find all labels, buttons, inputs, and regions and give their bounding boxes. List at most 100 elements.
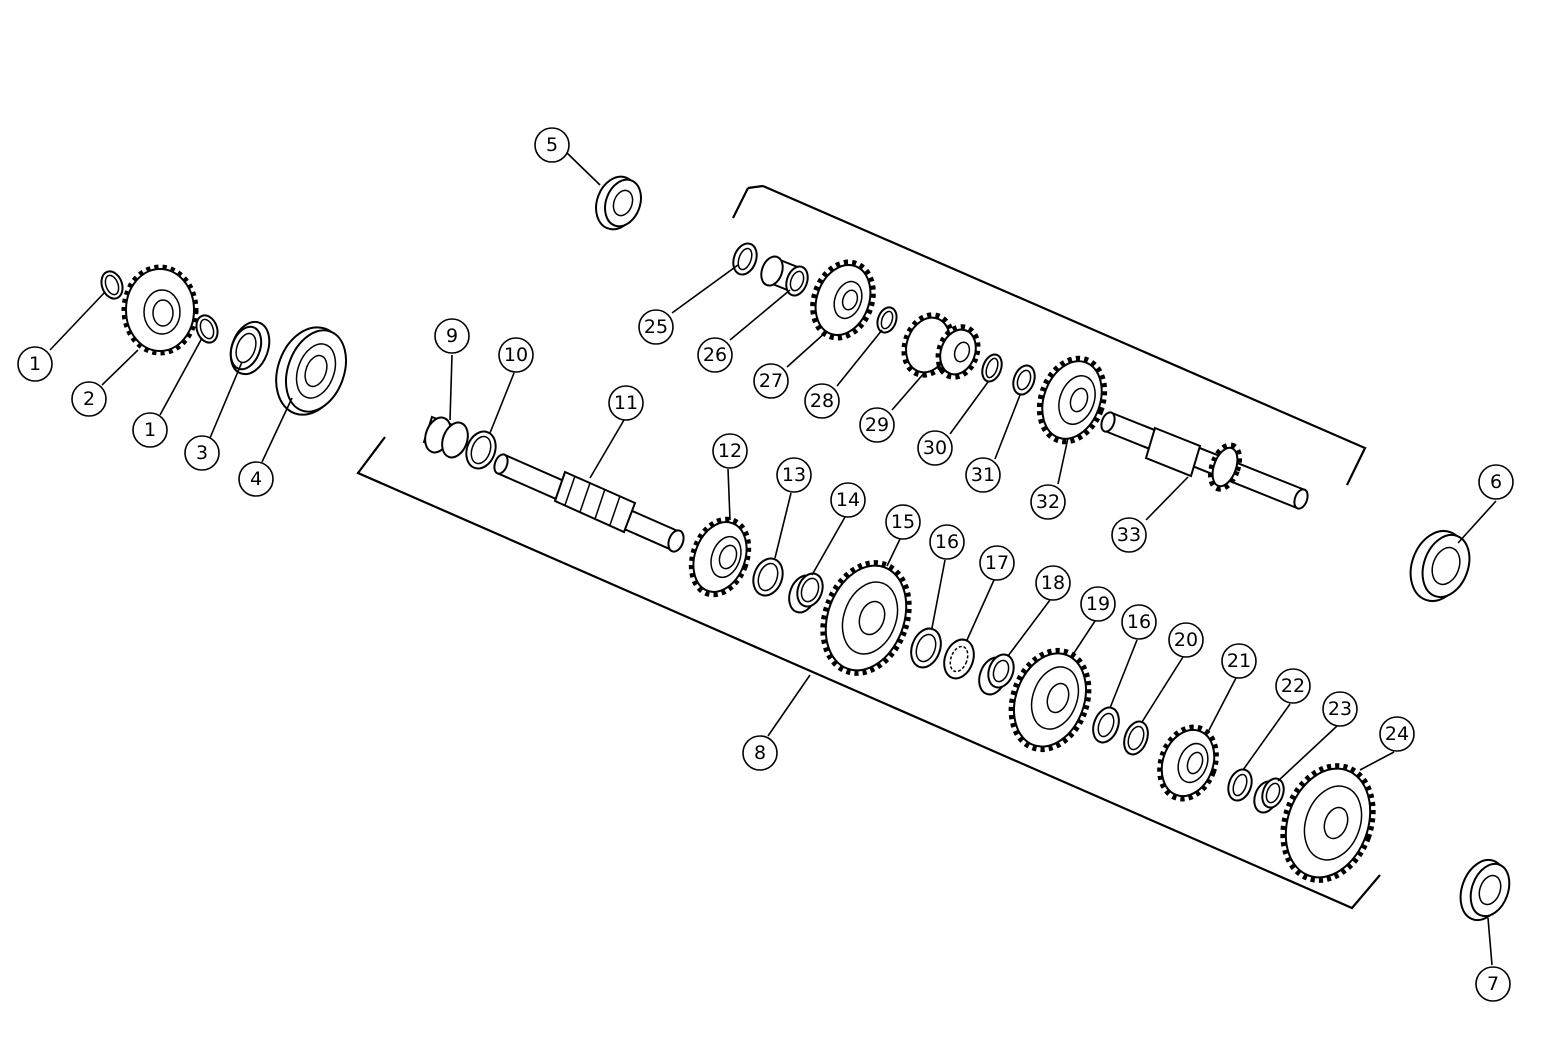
counter-shaft-part-33 — [1100, 411, 1309, 510]
svg-text:7: 7 — [1487, 973, 1499, 995]
callout-16-upper: 16 — [929, 524, 965, 560]
svg-text:23: 23 — [1328, 698, 1352, 720]
callout-1-left: 1 — [17, 346, 53, 382]
callout-8: 8 — [742, 735, 778, 771]
callout-19: 19 — [1080, 586, 1116, 622]
callout-13: 13 — [776, 457, 812, 493]
sprocket-part-2 — [121, 264, 199, 356]
callout-5: 5 — [534, 127, 570, 163]
svg-text:14: 14 — [836, 489, 860, 511]
svg-text:19: 19 — [1086, 593, 1110, 615]
bearing-part-7 — [1459, 858, 1511, 922]
svg-text:21: 21 — [1227, 650, 1251, 672]
callout-25: 25 — [638, 309, 674, 345]
svg-text:8: 8 — [754, 742, 766, 764]
bearing-part-6 — [1409, 530, 1471, 602]
bearing-part-4 — [275, 326, 347, 416]
callout-28: 28 — [804, 383, 840, 419]
svg-text:20: 20 — [1174, 629, 1198, 651]
gear-part-24 — [1280, 763, 1376, 883]
washer-part-25 — [732, 242, 758, 276]
callout-2: 2 — [71, 381, 107, 417]
gear-cluster-part-29 — [901, 312, 981, 380]
washer-part-16a — [910, 627, 942, 669]
svg-text:24: 24 — [1385, 723, 1409, 745]
callout-29: 29 — [859, 407, 895, 443]
callout-18: 18 — [1035, 565, 1071, 601]
callout-15: 15 — [885, 504, 921, 540]
callout-12: 12 — [712, 433, 748, 469]
circlip-part-1a — [100, 270, 124, 300]
bushing-part-14 — [788, 572, 824, 614]
svg-text:3: 3 — [196, 442, 208, 464]
gear-part-27 — [810, 259, 876, 341]
washer-part-22 — [1227, 768, 1253, 802]
callout-24: 24 — [1379, 716, 1415, 752]
circlip-part-28 — [876, 306, 898, 334]
callout-17: 17 — [979, 545, 1015, 581]
circlip-part-1b — [195, 314, 219, 344]
svg-text:13: 13 — [782, 464, 806, 486]
bushing-part-18 — [978, 653, 1015, 696]
svg-text:33: 33 — [1117, 524, 1141, 546]
callout-31: 31 — [965, 457, 1001, 493]
bushing-part-26 — [760, 255, 809, 297]
gear-part-21 — [1157, 724, 1219, 802]
callout-23: 23 — [1322, 691, 1358, 727]
seal-part-3 — [229, 320, 271, 376]
bearing-part-5 — [595, 175, 642, 231]
callout-21: 21 — [1221, 643, 1257, 679]
bushing-part-23 — [1253, 777, 1285, 814]
svg-text:9: 9 — [446, 325, 458, 347]
gear-part-19 — [1008, 647, 1092, 753]
svg-text:2: 2 — [83, 388, 95, 410]
svg-text:25: 25 — [644, 316, 668, 338]
svg-text:17: 17 — [985, 552, 1009, 574]
washer-part-13 — [752, 557, 784, 597]
callout-27: 27 — [753, 363, 789, 399]
bracket-counter-shaft — [732, 187, 749, 219]
svg-text:28: 28 — [810, 390, 834, 412]
bracket-main-shaft — [356, 436, 1381, 910]
gear-part-12 — [688, 516, 752, 598]
svg-text:26: 26 — [703, 344, 727, 366]
callout-16-lower: 16 — [1121, 604, 1157, 640]
callout-33: 33 — [1111, 517, 1147, 553]
svg-text:31: 31 — [971, 464, 995, 486]
svg-text:16: 16 — [935, 531, 959, 553]
svg-text:4: 4 — [250, 468, 262, 490]
svg-text:11: 11 — [614, 392, 638, 414]
washer-part-31 — [1012, 364, 1036, 396]
bracket-counter-shaft-line — [747, 184, 1367, 486]
svg-text:16: 16 — [1127, 611, 1151, 633]
svg-text:12: 12 — [718, 440, 742, 462]
leader-lines — [49, 151, 1497, 966]
svg-text:15: 15 — [891, 511, 915, 533]
svg-text:18: 18 — [1041, 572, 1065, 594]
callout-11: 11 — [608, 385, 644, 421]
callout-30: 30 — [917, 430, 953, 466]
circlip-part-30 — [981, 353, 1003, 383]
main-shaft-part-11 — [493, 453, 685, 553]
svg-text:30: 30 — [923, 437, 947, 459]
splined-washer-part-17 — [943, 638, 975, 680]
svg-text:22: 22 — [1281, 675, 1305, 697]
svg-text:10: 10 — [504, 344, 528, 366]
callout-20: 20 — [1168, 622, 1204, 658]
svg-text:1: 1 — [29, 353, 41, 375]
gear-part-32 — [1036, 355, 1108, 445]
callout-9: 9 — [434, 318, 470, 354]
svg-text:29: 29 — [865, 414, 889, 436]
callout-26: 26 — [697, 337, 733, 373]
callout-32: 32 — [1030, 484, 1066, 520]
callout-4: 4 — [238, 461, 274, 497]
svg-text:32: 32 — [1036, 491, 1060, 513]
callout-10: 10 — [498, 337, 534, 373]
washer-part-16b — [1092, 706, 1120, 744]
svg-text:6: 6 — [1490, 471, 1502, 493]
callout-1-right: 1 — [132, 412, 168, 448]
callout-7: 7 — [1475, 966, 1511, 1002]
callout-22: 22 — [1275, 668, 1311, 704]
svg-text:1: 1 — [144, 419, 156, 441]
